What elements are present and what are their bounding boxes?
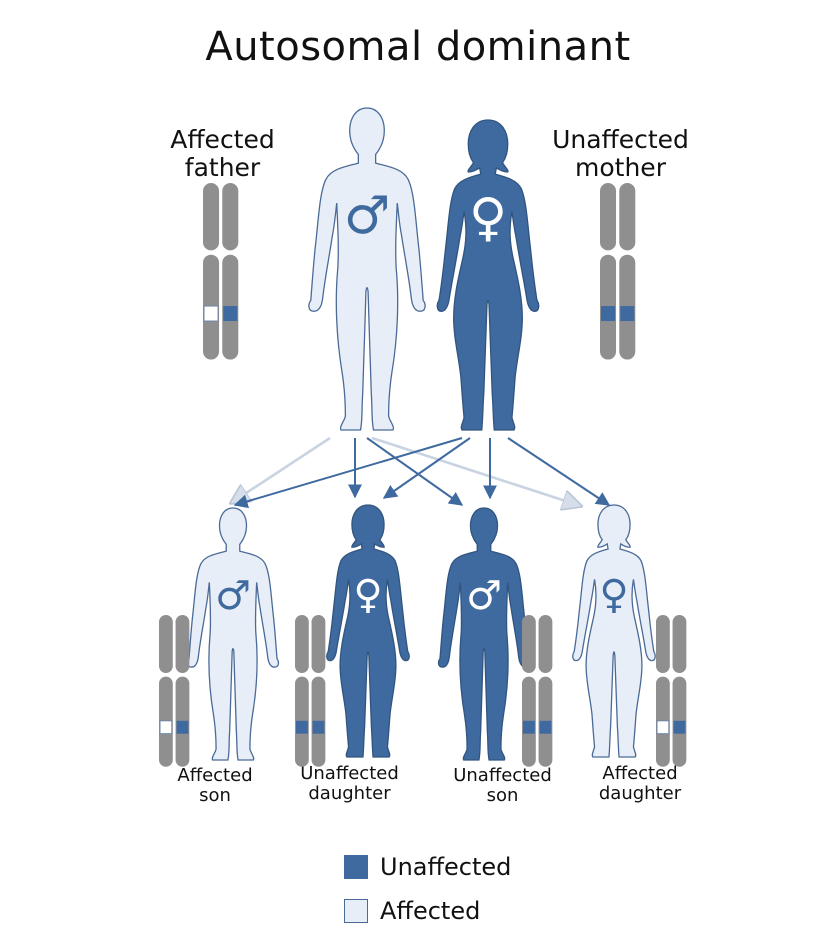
allele-band-light (656, 720, 670, 735)
child-label-2-line2: daughter (308, 783, 391, 804)
chromosome-arm (203, 183, 220, 251)
child-1-chromosomes (159, 615, 190, 767)
allele-band-dark (620, 306, 635, 322)
mother-figure: ♀ (436, 119, 540, 431)
child-label-2: Unaffected daughter (287, 764, 412, 804)
father-figure: ♂ (308, 107, 426, 431)
father-label-line2: father (184, 153, 261, 182)
inheritance-arrows (231, 436, 611, 509)
female-symbol-icon: ♀ (469, 188, 507, 248)
allele-band-dark (176, 720, 189, 734)
child-figure-1-silhouette (186, 507, 280, 761)
chromosome-arm (656, 615, 670, 673)
chromosome-arm (538, 615, 553, 673)
allele-band-dark (523, 720, 535, 734)
child-figure-1: ♂ (186, 507, 280, 761)
male-symbol-icon: ♂ (215, 573, 251, 619)
mother-label: Unaffected mother (538, 126, 703, 182)
allele-band-dark (296, 720, 308, 734)
allele-band-light (159, 720, 173, 735)
child-figure-2: ♀ (326, 504, 410, 758)
mother-chromosomes (600, 183, 636, 360)
child-label-3: Unaffected son (440, 766, 565, 806)
people: ♂ ♀ ♂ ♀ ♂ ♀ (186, 107, 656, 761)
child-label-1-line2: son (199, 785, 231, 806)
child-label-4-line2: daughter (598, 783, 682, 804)
female-symbol-icon: ♀ (599, 572, 628, 618)
diagram-title: Autosomal dominant (205, 24, 631, 70)
child-label-4-line1: Affected (602, 763, 678, 784)
inheritance-arrow-1 (231, 436, 331, 503)
child-figure-2-silhouette (326, 504, 410, 758)
father-chromosomes (203, 183, 239, 360)
allele-band-dark (601, 306, 616, 322)
chromosome-pairs (159, 183, 687, 767)
legend-swatch-light (344, 899, 368, 923)
allele-band-dark (312, 720, 325, 734)
child-figure-4: ♀ (572, 504, 656, 758)
inheritance-arrow-6 (382, 437, 471, 499)
child-label-3-line2: son (486, 785, 519, 806)
allele-band-dark (223, 306, 238, 322)
legend-label-unaffected: Unaffected (380, 853, 512, 881)
child-label-1: Affected son (160, 766, 270, 806)
chromosome-arm (600, 183, 617, 251)
chromosome-arm (295, 615, 309, 673)
mother-label-line2: mother (575, 153, 666, 182)
male-symbol-icon: ♂ (344, 186, 391, 246)
male-symbol-icon: ♂ (466, 573, 502, 619)
father-label: Affected father (150, 126, 295, 182)
legend-swatch-dark (344, 855, 368, 879)
chromosome-arm (159, 615, 173, 673)
legend-label-affected: Affected (380, 897, 481, 925)
chromosome-arm (619, 183, 636, 251)
chromosome-arm (222, 183, 239, 251)
inheritance-arrow-2 (371, 436, 581, 506)
allele-band-light (203, 305, 219, 322)
child-label-4: Affected daughter (585, 764, 695, 804)
female-symbol-icon: ♀ (353, 572, 382, 618)
father-figure-silhouette (308, 107, 426, 431)
child-3-chromosomes (522, 615, 553, 767)
mother-label-line1: Unaffected (552, 125, 689, 154)
chromosome-arm (311, 615, 326, 673)
chromosome-arm (175, 615, 190, 673)
child-figure-3: ♂ (437, 507, 531, 761)
child-4-chromosomes (656, 615, 687, 767)
allele-band-dark (539, 720, 552, 734)
child-figure-4-silhouette (572, 504, 656, 758)
chromosome-arm (672, 615, 687, 673)
child-label-1-line1: Affected (177, 765, 253, 786)
child-figure-3-silhouette (437, 507, 531, 761)
inheritance-arrow-8 (507, 437, 611, 506)
child-2-chromosomes (295, 615, 326, 767)
father-label-line1: Affected (170, 125, 275, 154)
mother-figure-silhouette (436, 119, 540, 431)
chromosome-arm (522, 615, 536, 673)
child-label-3-line1: Unaffected (453, 765, 552, 786)
inheritance-arrow-5 (233, 437, 463, 509)
inheritance-arrow-4 (366, 437, 464, 506)
child-label-2-line1: Unaffected (300, 763, 399, 784)
allele-band-dark (673, 720, 686, 734)
